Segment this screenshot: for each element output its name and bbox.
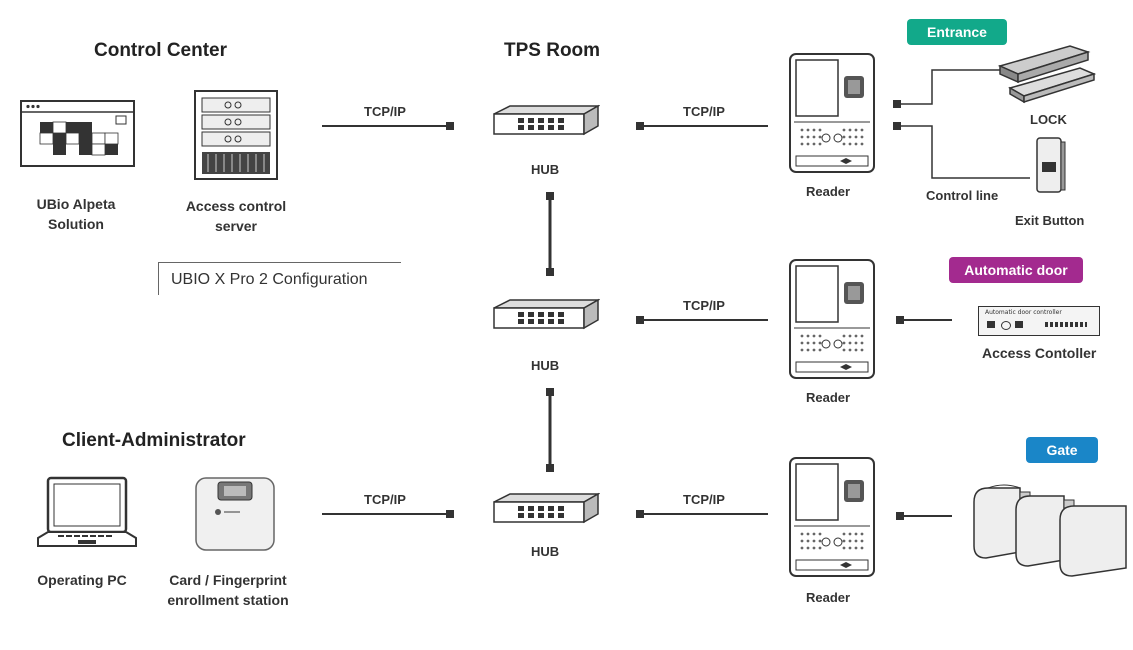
speed-gate-icon (973, 484, 1127, 577)
hub-icon (493, 104, 600, 136)
access-controller-icon: Automatic door controller (978, 306, 1100, 336)
lock-label: LOCK (1030, 112, 1067, 127)
reader-device-icon (789, 259, 875, 379)
hub-label: HUB (531, 544, 560, 559)
tcpip-label: TCP/IP (364, 492, 406, 507)
ubio-label: UBio Alpeta Solution (36, 196, 116, 232)
hub-icon (493, 298, 600, 330)
client-admin-heading: Client-Administrator (62, 430, 246, 451)
reader-device-icon (789, 53, 875, 173)
laptop-icon (37, 476, 137, 547)
exit-button-icon (1036, 137, 1066, 193)
reader-device-icon (789, 457, 875, 577)
ubio-window-icon (20, 100, 135, 167)
control-center-heading: Control Center (94, 40, 227, 61)
enrollment-station-label: Card / Fingerprint enrollment station (167, 572, 289, 608)
server-rack-icon (194, 90, 278, 180)
control-line-label: Control line (926, 188, 999, 203)
access-controller-label: Access Contoller (982, 345, 1097, 361)
hub-label: HUB (531, 162, 560, 177)
server-label: Access control server (185, 198, 287, 234)
enrollment-station-icon (195, 477, 275, 551)
hub-label: HUB (531, 358, 560, 373)
tcpip-label: TCP/IP (683, 104, 725, 119)
diagram-caption: UBIO X Pro 2 Configuration (158, 262, 401, 295)
tcpip-label: TCP/IP (683, 492, 725, 507)
hub-icon (493, 492, 600, 524)
automatic-door-badge: Automatic door (949, 257, 1083, 283)
reader-label: Reader (806, 590, 851, 605)
door-controller-panel-text: Automatic door controller (985, 309, 1062, 316)
gate-badge: Gate (1026, 437, 1098, 463)
reader-label: Reader (806, 184, 851, 199)
tps-room-heading: TPS Room (504, 40, 601, 61)
magnetic-lock-icon (997, 45, 1096, 104)
exit-button-label: Exit Button (1015, 213, 1085, 228)
reader-label: Reader (806, 390, 851, 405)
tcpip-label: TCP/IP (683, 298, 725, 313)
entrance-badge: Entrance (907, 19, 1007, 45)
tcpip-label: TCP/IP (364, 104, 406, 119)
operating-pc-label: Operating PC (37, 572, 127, 588)
